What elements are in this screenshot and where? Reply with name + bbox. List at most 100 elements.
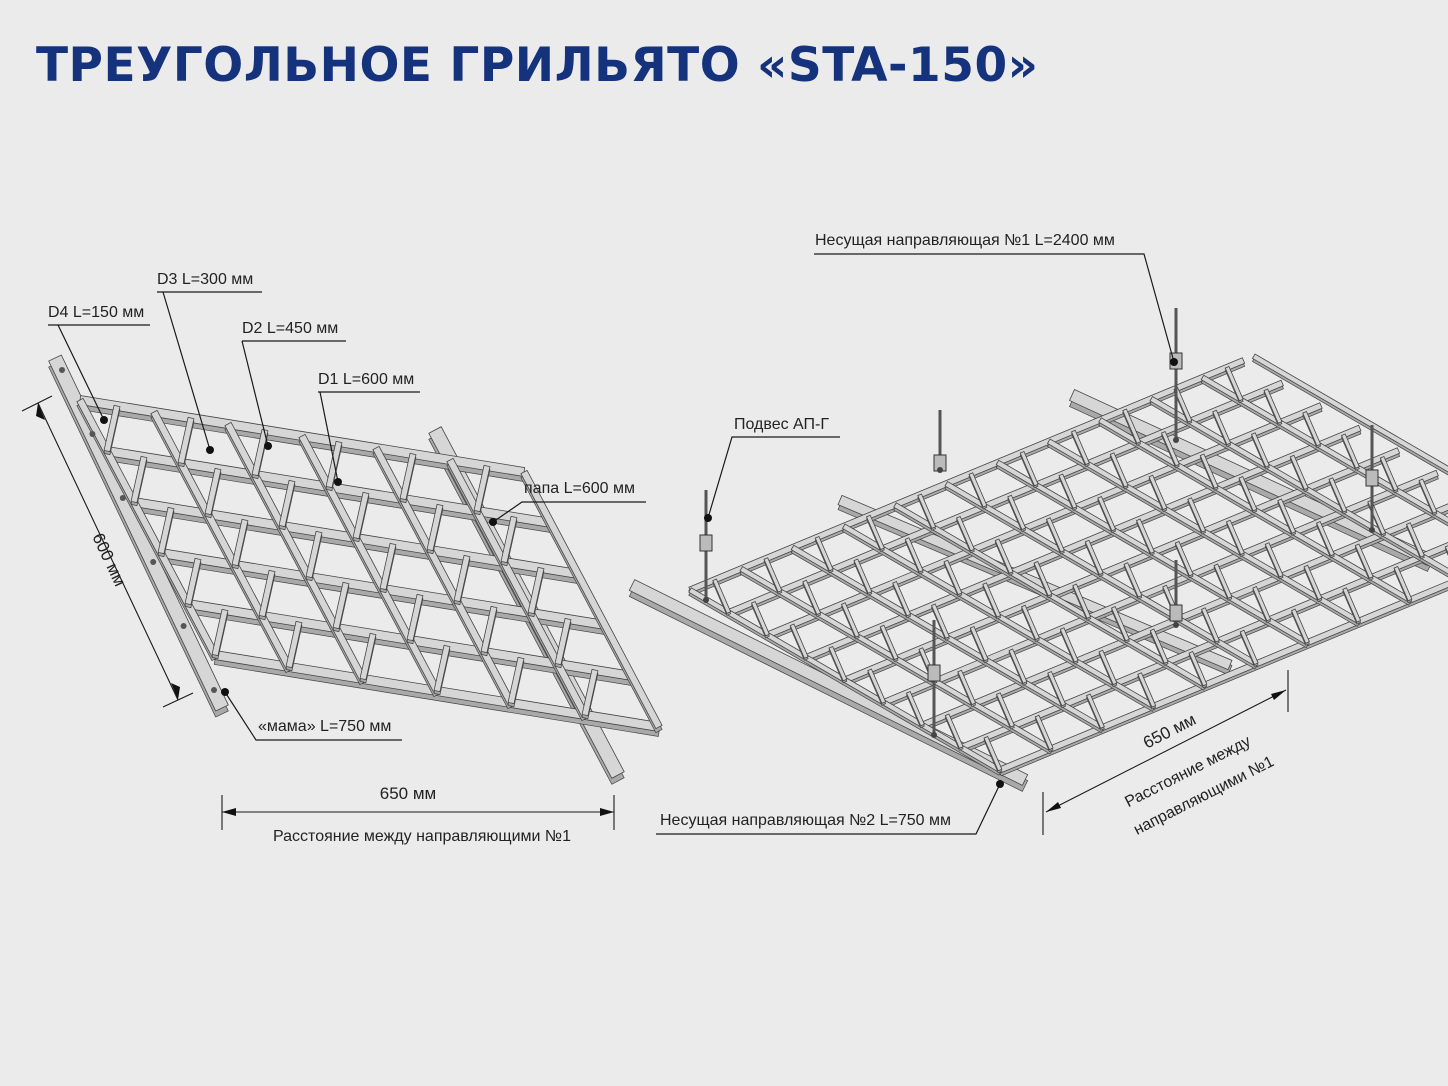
rivet-hole [119, 495, 126, 501]
left-annotations: D3 L=300 мм D4 L=150 мм D2 L=450 мм D1 L… [21, 271, 646, 845]
right-diagonal-1-1 [802, 579, 822, 616]
rivet-hole [150, 559, 157, 565]
right-diagonal-7-7 [1342, 587, 1362, 623]
left-diagonal-1-2 [231, 518, 249, 567]
right-diagonal-2-7 [1085, 693, 1105, 729]
right-diagonal-5-0 [968, 472, 988, 508]
right-diagonal-8-7 [1393, 565, 1413, 602]
left-diagonal-0-3 [184, 557, 202, 606]
right-diagonal-2-6 [1047, 670, 1067, 707]
left-diagonal-4-4 [507, 656, 525, 705]
left-diagonal-2-0 [251, 428, 269, 477]
right-grid-col-11 [1251, 353, 1448, 473]
rivet-hole [211, 687, 217, 693]
right-diagonal-4-7 [1188, 650, 1208, 687]
right-diagonal-4-1 [955, 515, 975, 552]
label-d1: D1 L=600 мм [318, 371, 414, 388]
right-diagonal-7-4 [1225, 519, 1245, 556]
left-diagonal-5-3 [554, 617, 572, 666]
right-diagonal-4-5 [1110, 605, 1130, 642]
right-diagonal-3-6 [1098, 649, 1118, 686]
right-diagonal-8-5 [1315, 520, 1335, 557]
label-hanger: Подвес АП-Г [734, 416, 829, 433]
rivet-hole [89, 431, 96, 437]
right-diagonal-4-2 [994, 538, 1014, 574]
left-diagonal-0-2 [157, 506, 175, 555]
right-diagonal-3-0 [865, 514, 885, 551]
right-diagonal-4-4 [1072, 583, 1092, 619]
left-diagonal-5-2 [527, 566, 545, 615]
right-diagonal-6-7 [1290, 608, 1310, 644]
left-diagonal-4-3 [480, 605, 498, 654]
right-diagonal-4-3 [1033, 560, 1053, 597]
right-diagonal-4-6 [1149, 628, 1169, 664]
right-diagonal-4-0 [917, 493, 937, 529]
hanger-joint-1 [937, 467, 943, 473]
right-diagonal-8-0 [1122, 408, 1142, 444]
hanger-joint-0 [703, 597, 709, 603]
right-diagonal-10-4 [1379, 455, 1399, 492]
right-diagonal-3-1 [904, 537, 924, 573]
left-diagonal-3-3 [406, 593, 424, 642]
right-diagonal-6-1 [1058, 473, 1078, 509]
right-diagonal-3-7 [1137, 672, 1157, 708]
right-diagonal-6-2 [1097, 495, 1117, 532]
label-height-600: 600 мм [88, 530, 129, 589]
right-diagonal-0-6 [944, 713, 964, 749]
rivet-hole [180, 623, 187, 629]
label-mama: «мама» L=750 мм [258, 718, 391, 735]
label-d2: D2 L=450 мм [242, 320, 338, 337]
right-grid-col-10 [1200, 374, 1448, 524]
rivet-hole [59, 367, 65, 373]
right-diagonal-6-3 [1135, 518, 1155, 554]
left-diagonal-2-4 [359, 632, 377, 681]
right-diagonal-2-4 [969, 625, 989, 662]
right-diagonal-1-6 [995, 692, 1015, 728]
right-diagonal-2-3 [930, 603, 950, 639]
right-diagonal-1-2 [840, 602, 860, 638]
right-diagonal-5-7 [1239, 629, 1259, 666]
label-papa: папа L=600 мм [524, 480, 635, 497]
left-diagonal-2-3 [332, 581, 350, 630]
label-d4: D4 L=150 мм [48, 304, 144, 321]
left-diagonal-2-2 [305, 530, 323, 579]
right-diagonal-0-1 [750, 600, 770, 637]
left-diagonal-3-4 [433, 644, 451, 693]
right-diagonal-7-3 [1187, 497, 1207, 533]
right-diagonal-10-5 [1418, 478, 1438, 514]
left-diagonal-4-2 [453, 554, 471, 603]
right-diagonal-5-2 [1045, 517, 1065, 553]
page-title: ТРЕУГОЛЬНОЕ ГРИЛЬЯТО «STA-150» [36, 38, 1039, 93]
label-width-650: 650 мм [380, 784, 436, 803]
right-diagonal-1-7 [1034, 714, 1054, 751]
hanger-joint-4 [1173, 622, 1179, 628]
right-diagonal-9-3 [1289, 454, 1309, 491]
right-diagonal-5-6 [1200, 607, 1220, 643]
left-diagonal-0-4 [211, 608, 229, 657]
left-diagonal-0-1 [130, 455, 148, 504]
right-diagonal-7-0 [1070, 429, 1090, 466]
right-diagonal-8-2 [1199, 453, 1219, 489]
right-diagonal-8-1 [1160, 430, 1180, 467]
hanger-clip-0 [699, 534, 713, 552]
left-diagonal-5-4 [581, 668, 599, 717]
right-diagonal-7-2 [1148, 474, 1168, 511]
right-diagonal-10-3 [1340, 433, 1360, 469]
right-diagonal-5-1 [1007, 494, 1027, 531]
left-cross-strip-6 [520, 469, 663, 730]
hanger-clip-5 [927, 664, 941, 682]
right-diagonal-6-5 [1213, 563, 1233, 599]
left-diagonal-3-2 [379, 542, 397, 591]
right-diagonal-1-0 [763, 557, 783, 593]
right-grillato-assembly [628, 308, 1448, 792]
left-diagonal-5-0 [473, 464, 491, 513]
right-diagonal-0-5 [905, 690, 925, 727]
right-diagonal-9-6 [1405, 522, 1425, 558]
label-rail-1: Несущая направляющая №1 L=2400 мм [815, 232, 1115, 249]
right-diagonal-8-6 [1354, 543, 1374, 579]
right-diagonal-5-4 [1123, 562, 1143, 598]
right-diagonal-10-1 [1263, 388, 1283, 424]
right-diagonal-7-5 [1264, 542, 1284, 578]
label-rail-2: Несущая направляющая №2 L=750 мм [660, 812, 951, 829]
